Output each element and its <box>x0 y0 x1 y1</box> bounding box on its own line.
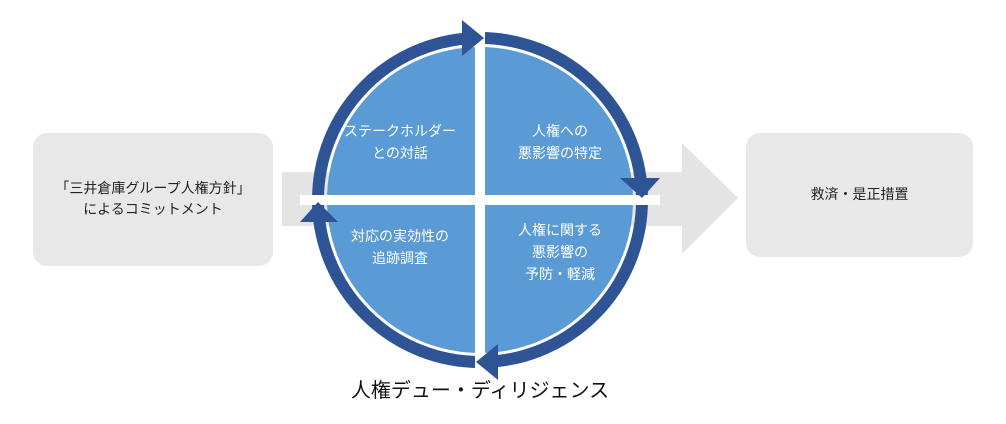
commitment-line-1: 「三井倉庫グループ人権方針」 <box>55 180 251 197</box>
quadrant-gap-horizontal <box>300 195 660 205</box>
quadrant-br-line-3: 予防・軽減 <box>525 267 595 283</box>
arrowhead-bottom-icon <box>476 344 498 380</box>
quadrant-bl-line-1: 対応の実効性の <box>351 229 449 245</box>
quadrant-effectiveness-tracking: 対応の実効性の 追跡調査 <box>330 218 470 278</box>
arrowhead-top-icon <box>462 20 484 56</box>
arrowhead-left-icon <box>300 202 338 222</box>
arrowhead-right-icon <box>620 178 660 198</box>
quadrant-tl-line-2: との対話 <box>372 146 428 162</box>
commitment-box: 「三井倉庫グループ人権方針」 によるコミットメント <box>33 133 273 266</box>
quadrant-prevention-mitigation: 人権に関する 悪影響の 予防・軽減 <box>490 210 630 296</box>
cycle-caption: 人権デュー・ディリジェンス <box>350 378 610 402</box>
quadrant-tr-line-2: 悪影響の特定 <box>518 146 602 162</box>
remedy-box: 救済・是正措置 <box>746 133 973 257</box>
quadrant-impact-identification: 人権への 悪影響の特定 <box>490 112 630 174</box>
quadrant-stakeholder-dialogue: ステークホルダー との対話 <box>330 112 470 174</box>
remedy-label: 救済・是正措置 <box>810 186 909 203</box>
quadrant-bl-line-2: 追跡調査 <box>372 251 428 267</box>
quadrant-tl-line-1: ステークホルダー <box>344 124 456 140</box>
quadrant-tr-line-1: 人権への <box>532 124 588 140</box>
quadrant-br-line-2: 悪影響の <box>532 245 588 261</box>
quadrant-br-line-1: 人権に関する <box>518 223 602 239</box>
commitment-line-2: によるコミットメント <box>83 201 223 218</box>
